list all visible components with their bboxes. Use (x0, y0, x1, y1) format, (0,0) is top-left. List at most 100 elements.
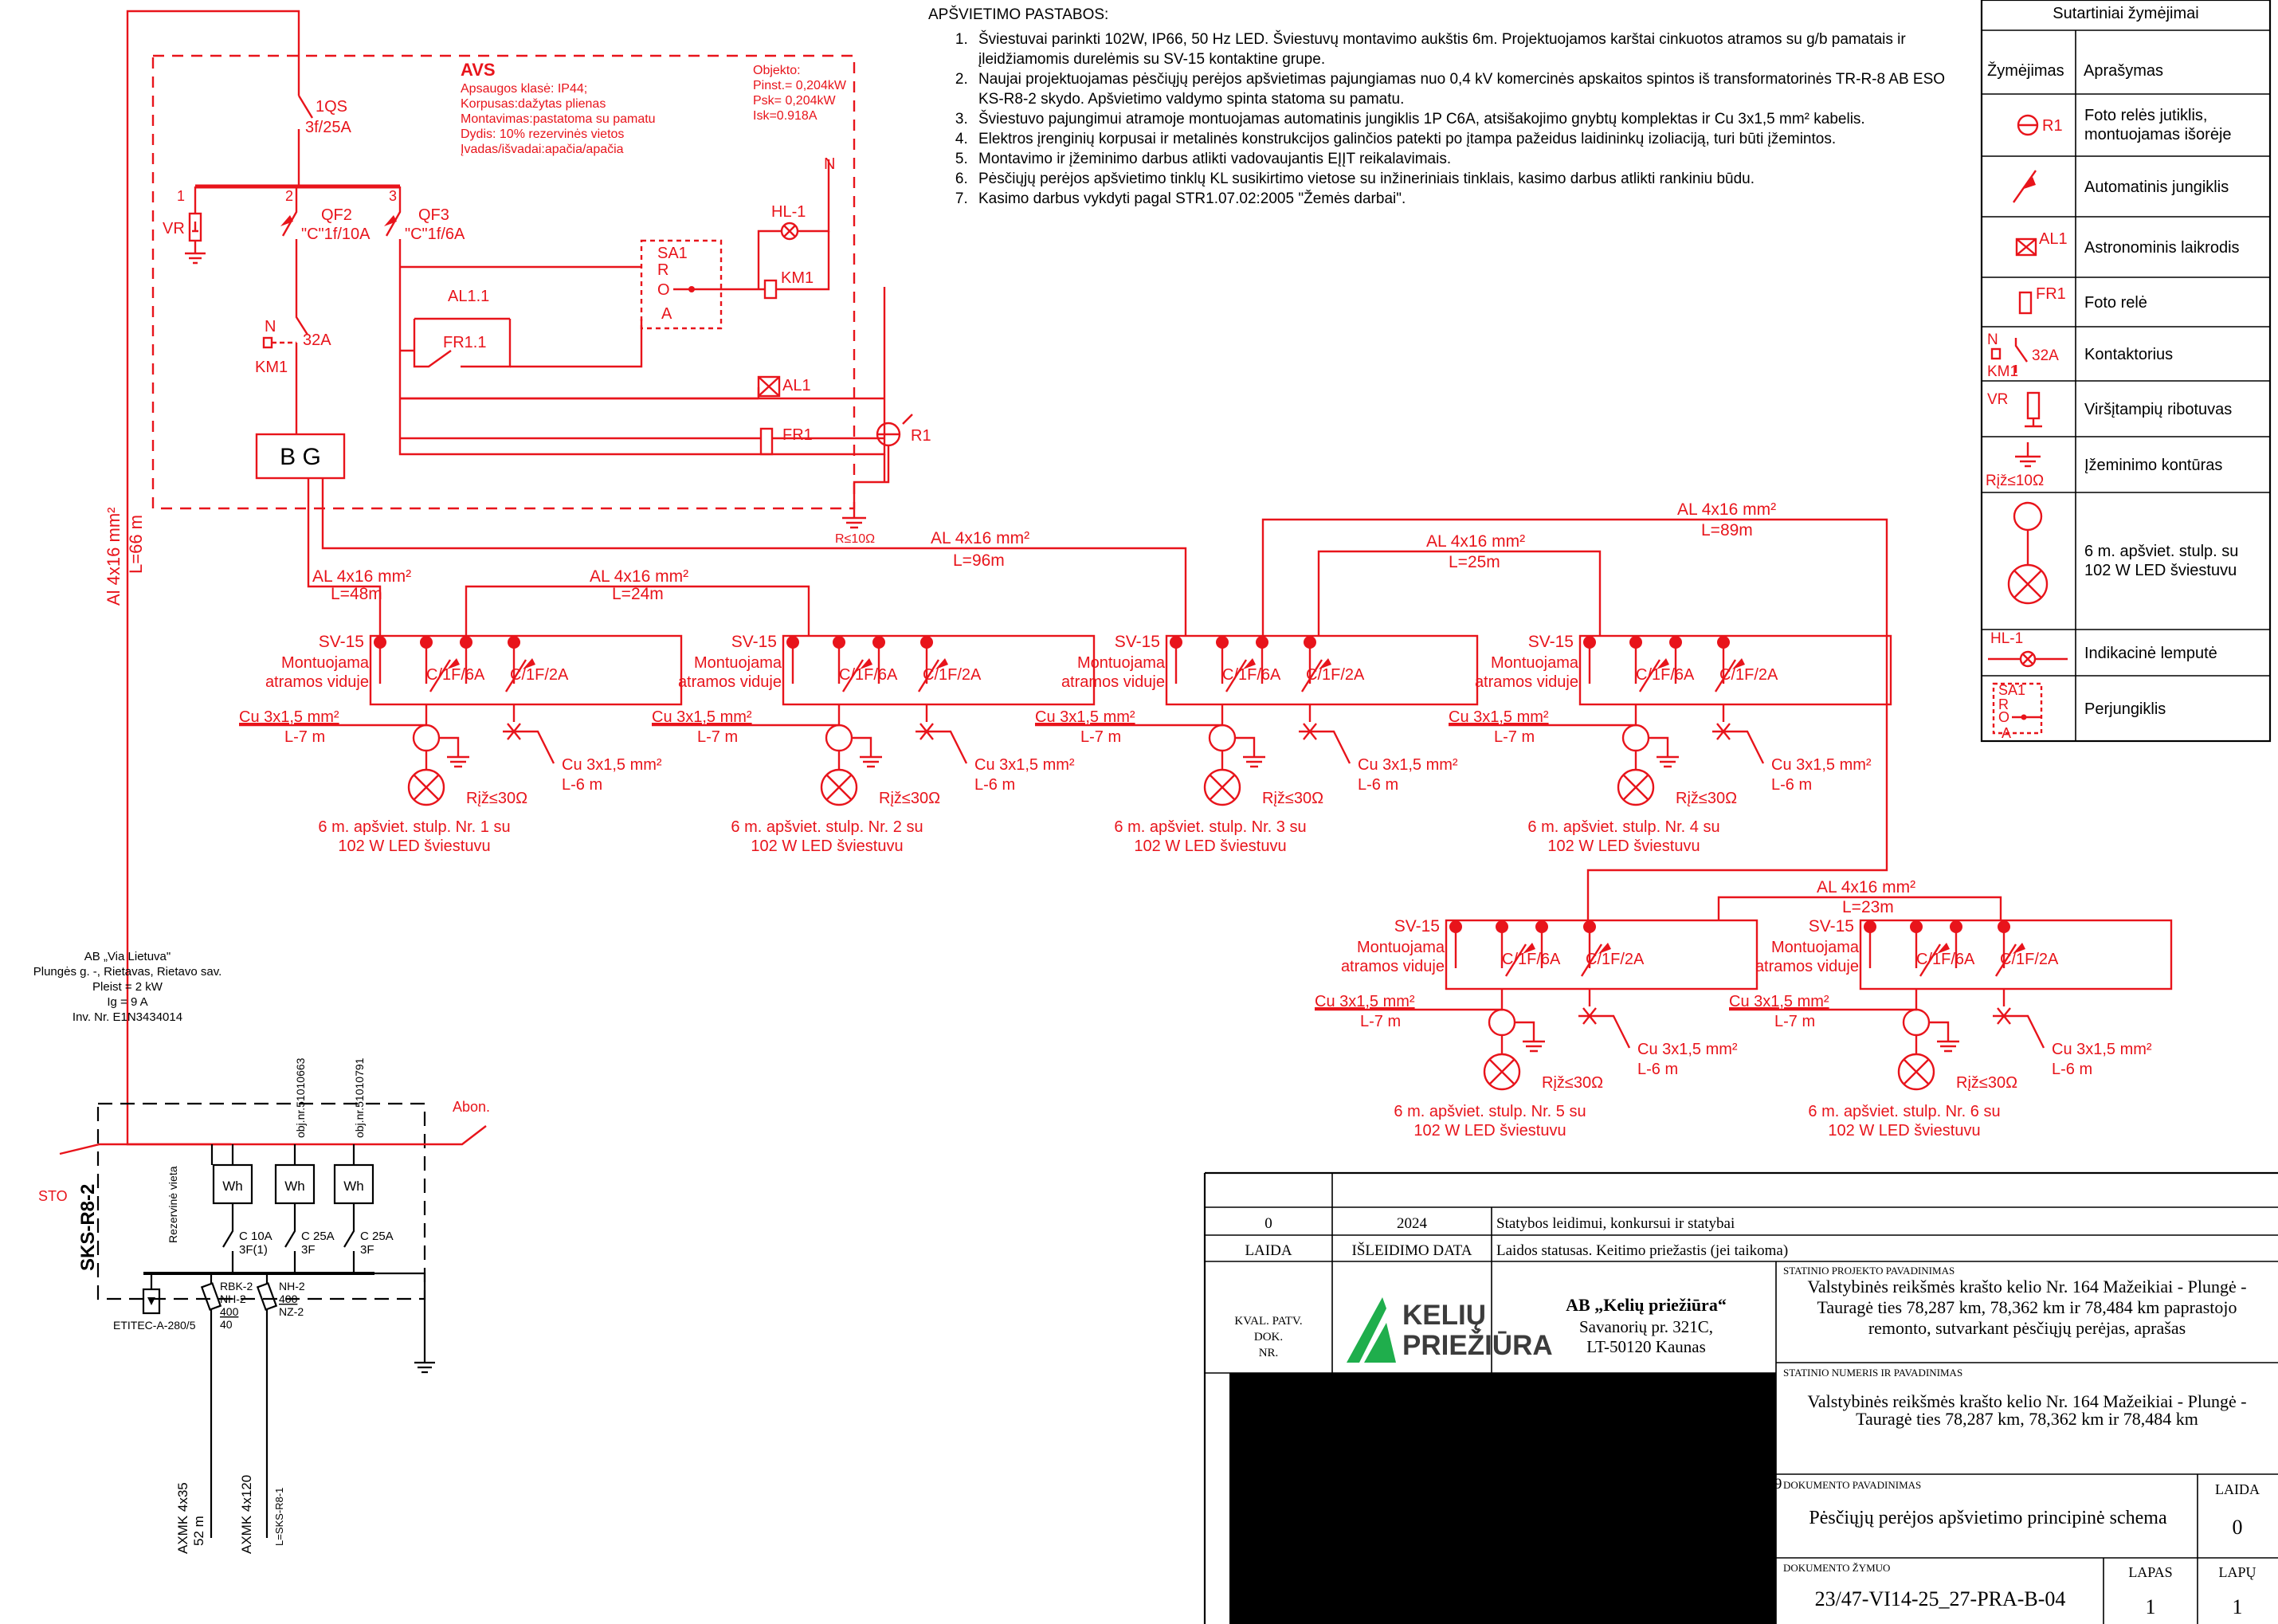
ground-symbol (1235, 736, 1265, 768)
phase-number: 3 (389, 188, 397, 204)
sv15-label: SV-15 (1528, 633, 1574, 651)
legend-symbol: Rįž≤10Ω (1986, 442, 2044, 489)
trunk-segment-4 (1317, 550, 1602, 636)
ground-resistance: Rįž≤30Ω (1676, 790, 1737, 807)
mounting-note: atramos viduje (1475, 673, 1578, 691)
project-name: Valstybinės reikšmės krašto kelio Nr. 16… (1807, 1277, 2246, 1296)
legend-col-mark: Žymėjimas (1987, 61, 2064, 80)
legend-desc: Foto relė (2084, 294, 2147, 312)
note-item: Montavimo ir įžeminimo darbus atlikti va… (972, 149, 1948, 169)
cable-spec: Cu 3x1,5 mm² (1449, 708, 1549, 726)
sa1-position-o: O (657, 281, 670, 299)
lamp-cross (783, 225, 796, 237)
contactor-n-label: N (265, 318, 276, 335)
cable-length: L-7 m (1080, 728, 1121, 746)
outgoing-cable: AXMK 4x35 (175, 1482, 190, 1554)
mounting-note: atramos viduje (1061, 673, 1165, 691)
redaction-block (1229, 1373, 1776, 1624)
legend-desc: Foto relės jutiklis, (2084, 107, 2208, 124)
breaker-rating: C/1F/6A (1502, 951, 1561, 968)
fr1-label: FR1 (782, 426, 813, 444)
sheet-header: LAPAS (2128, 1564, 2172, 1580)
fuse-label: NH-2 (220, 1293, 246, 1305)
notes-title: APŠVIETIMO PASTABOS: (928, 6, 1109, 23)
hl1-label: HL-1 (771, 203, 806, 221)
legend-desc: Viršįtampių ribotuvas (2084, 401, 2232, 418)
contactor-symbol (295, 255, 309, 434)
sks-name: SKS-R8-2 (77, 1184, 99, 1271)
phase-number: 1 (177, 188, 185, 204)
legend-tag: O (1998, 709, 2009, 725)
box-wiring (791, 642, 940, 692)
luminaire-icon (2007, 563, 2049, 605)
km1-coil-label: KM1 (781, 269, 814, 287)
al11-label: AL1.1 (448, 288, 489, 305)
cable-length: L-6 m (974, 776, 1015, 794)
project-name: Tauragė ties 78,287 km, 78,362 km ir 78,… (1817, 1297, 2237, 1317)
trunk-segment-6 (1717, 896, 2002, 920)
company-logo-text: PRIEŽIŪRA (1402, 1329, 1553, 1361)
cable-spec: Cu 3x1,5 mm² (1771, 756, 1872, 774)
ground-symbol (842, 510, 866, 529)
pole-luminaire: 102 W LED šviestuvu (1413, 1122, 1566, 1140)
meter-label: Wh (343, 1179, 364, 1194)
breaker-mark (1598, 943, 1611, 954)
spare-output-symbol (1712, 704, 1765, 764)
pole-luminaire: 102 W LED šviestuvu (1134, 837, 1286, 855)
legend-col-desc: Aprašymas (2084, 62, 2163, 80)
pole-luminaire: 102 W LED šviestuvu (338, 837, 490, 855)
ground-line (2025, 418, 2042, 428)
feed-cable-spec: Al 4x16 mm² (104, 508, 124, 606)
breaker-mark (1319, 658, 1331, 669)
spd-symbol (142, 1288, 161, 1315)
breaker-rating: C/1F/2A (923, 666, 982, 684)
pole-label: 6 m. apšviet. stulp. Nr. 2 su (731, 818, 923, 836)
pole-head-symbol (1621, 724, 1650, 752)
meter-label: Wh (284, 1179, 305, 1194)
cable-length: L-7 m (284, 728, 325, 746)
legend-symbol (2007, 501, 2049, 605)
luminaire-cross (1209, 774, 1236, 801)
note-item: Šviestuvai parinkti 102W, IP66, 50 Hz LE… (972, 29, 1948, 69)
wire (400, 387, 884, 400)
astronomic-clock-symbol (757, 375, 781, 398)
document-code: 23/47-VI14-25_27-PRA-B-04 (1815, 1587, 2066, 1610)
mounting-note: Montuojama (1771, 939, 1860, 956)
avs-cabinet: AVS Apsaugos klasė: IP44; Korpusas:dažyt… (151, 54, 931, 546)
wire (853, 445, 890, 510)
ground-symbol (1515, 1021, 1545, 1053)
object-number: obj.nr.51010791 (353, 1057, 366, 1138)
wire (192, 222, 198, 233)
cable-length: L-7 m (1774, 1013, 1815, 1030)
qf3-breaker-symbol (385, 186, 402, 267)
qf2-rating: "C"1f/10A (301, 226, 371, 243)
trunk-cables: AL 4x16 mm² L=48m AL 4x16 mm² L=24m AL 4… (307, 478, 2002, 920)
indicator-lamp-icon (2019, 650, 2037, 668)
legend-desc: 6 m. apšviet. stulp. su (2084, 543, 2238, 560)
cable-spec: AL 4x16 mm² (590, 567, 688, 586)
breaker-rating: C/1F/2A (1586, 951, 1645, 968)
fuse-symbol (200, 1282, 222, 1311)
note-item: Elektros įrenginių korpusai ir metalinės… (972, 129, 1948, 149)
meter-wires (210, 1144, 355, 1165)
breaker-rating: C/1F/6A (1222, 666, 1281, 684)
luminaire-symbol (1617, 768, 1655, 806)
al1-label: AL1 (782, 377, 811, 394)
legend-desc: Kontaktorius (2084, 346, 2173, 363)
spare-output-symbol (916, 704, 968, 764)
header-date: IŠLEIDIMO DATA (1352, 1242, 1472, 1259)
sks-ground (374, 1272, 435, 1374)
sheet-number: 1 (2146, 1595, 2156, 1618)
breaker-rating: C/1F/6A (839, 666, 898, 684)
pole-label: 6 m. apšviet. stulp. Nr. 6 su (1808, 1103, 2000, 1120)
cable-spec: Cu 3x1,5 mm² (2052, 1041, 2152, 1058)
pole-head-symbol (1488, 1008, 1516, 1037)
document-code-header: DOKUMENTO ŽYMUO (1783, 1562, 1890, 1574)
breaker-mark (1243, 658, 1256, 669)
legend-tag: R1 (2042, 117, 2063, 135)
avs-object-line: Psk= 0,204kW (753, 94, 837, 108)
legend-tag: FR1 (2036, 285, 2066, 303)
cable-spec: Cu 3x1,5 mm² (1035, 708, 1135, 726)
